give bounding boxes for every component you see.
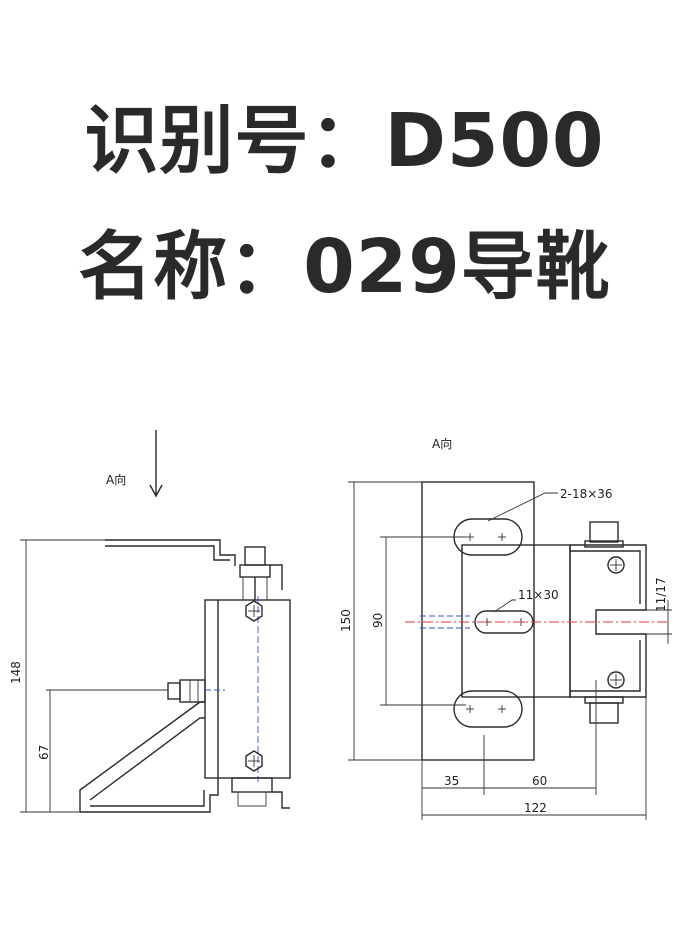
slot-crosses [466, 533, 506, 713]
upper-bolt-hex [245, 600, 263, 622]
bottom-nut-right [589, 702, 619, 724]
base-plate [80, 778, 219, 813]
liner-housing [570, 544, 647, 698]
dim-148: 148 [9, 661, 23, 684]
top-nut [244, 546, 266, 566]
center-slot-leader [493, 599, 516, 613]
back-plate [421, 481, 535, 761]
page-title-id: 识别号：D500 [84, 98, 605, 184]
top-bracket [105, 539, 236, 566]
base-gusset-inner [89, 717, 205, 801]
view-label-left: A向 [106, 472, 126, 487]
dim-67: 67 [37, 745, 51, 760]
liner-housing-inner-top [570, 550, 641, 604]
bottom-block [231, 777, 273, 793]
dim-gap: 11/17 [654, 577, 668, 612]
dim-35: 35 [444, 774, 459, 788]
side-bolt-body [179, 679, 206, 703]
bottom-rivet [607, 671, 625, 689]
top-washer [239, 564, 271, 578]
center-slot-note: 11×30 [518, 588, 559, 602]
bottom-clip [272, 791, 290, 809]
side-bolt-head [167, 682, 181, 700]
slot-note: 2-18×36 [560, 487, 613, 501]
dim-150: 150 [339, 609, 353, 632]
lower-bolt-hex [245, 750, 263, 772]
slot-note-leader [487, 492, 558, 522]
top-clip [270, 564, 283, 590]
front-view: A向 [339, 436, 672, 820]
top-bracket-inner [105, 545, 230, 561]
side-view: A向 [9, 430, 291, 813]
base-plate-inner [90, 790, 205, 807]
base-gusset [79, 701, 205, 812]
view-label-right: A向 [432, 436, 452, 451]
top-nut-right [589, 521, 619, 543]
dim-122: 122 [524, 801, 547, 815]
dim-60: 60 [532, 774, 547, 788]
top-washer-right [584, 540, 624, 548]
top-rivet [607, 556, 625, 574]
page-title-name: 名称：029导靴 [78, 224, 611, 310]
dim-90: 90 [371, 613, 385, 628]
bottom-spacer [237, 791, 267, 807]
view-arrow-head [149, 484, 163, 498]
shoe-block [461, 544, 571, 698]
bottom-slot [453, 690, 523, 728]
liner-housing-inner-bottom [570, 640, 641, 692]
bottom-washer-right [584, 696, 624, 704]
